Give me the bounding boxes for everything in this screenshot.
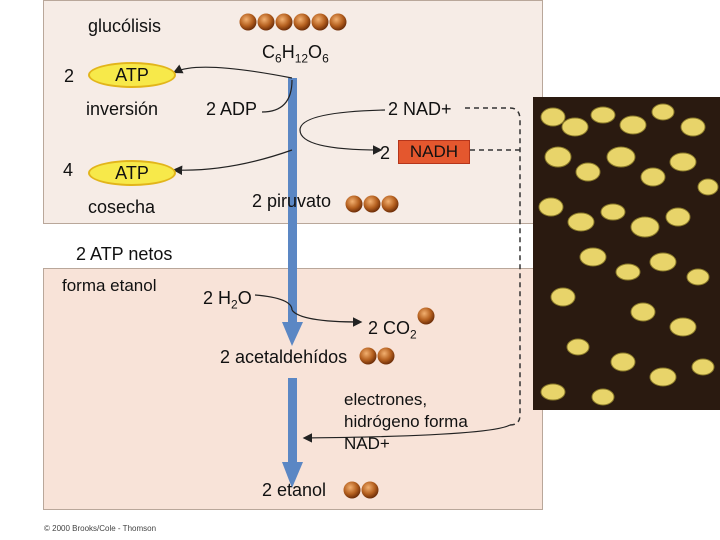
glucose-molecule [239,13,347,31]
co2-arrow [291,309,363,327]
water-label: 2 H2O [203,288,252,312]
acetaldehyde-label: 2 acetaldehídos [220,347,348,367]
glycolysis-title: glucólisis [88,16,162,36]
atp-investment-arrow [172,64,293,79]
electrons-line-2: hidrógeno forma [344,412,468,431]
pyruvate-label: 2 piruvato [252,191,332,211]
harvest-label: cosecha [88,197,156,217]
yeast-micrograph [533,97,720,410]
forms-ethanol-label: forma etanol [62,276,157,295]
co2-label: 2 CO2 [368,318,417,342]
atp-investment: ATP [88,62,176,88]
nadh-count: 2 [380,143,391,163]
atp-investment-count: 2 [64,66,75,86]
glucose-formula: C6H12O6 [262,42,329,66]
atp-harvest-arrow [172,149,293,176]
water-arrow [254,294,293,311]
electrons-line-3: NAD+ [344,434,390,453]
ethanol-flow-arrow [282,378,303,488]
acetaldehyde-molecule [359,347,395,365]
atp-harvest: ATP [88,160,176,186]
adp-arrow [261,79,293,113]
net-atp-label: 2 ATP netos [76,244,173,264]
co2-molecule [417,307,435,325]
nadh-box: NADH [398,140,470,164]
main-flow-arrow [282,78,303,346]
adp-label: 2 ADP [206,99,258,119]
copyright-label: © 2000 Brooks/Cole - Thomson [44,524,157,533]
investment-label: inversión [86,99,159,119]
nad-plus-label: 2 NAD+ [388,99,452,119]
nad-reduction-arrow [299,109,386,155]
ethanol-molecule [343,481,379,499]
ethanol-label: 2 etanol [262,480,327,500]
pyruvate-molecule [345,195,399,213]
electrons-line-1: electrones, [344,390,428,409]
nad-recycle-loop [465,107,521,426]
loop-to-chain [302,424,511,443]
atp-harvest-count: 4 [63,160,74,180]
